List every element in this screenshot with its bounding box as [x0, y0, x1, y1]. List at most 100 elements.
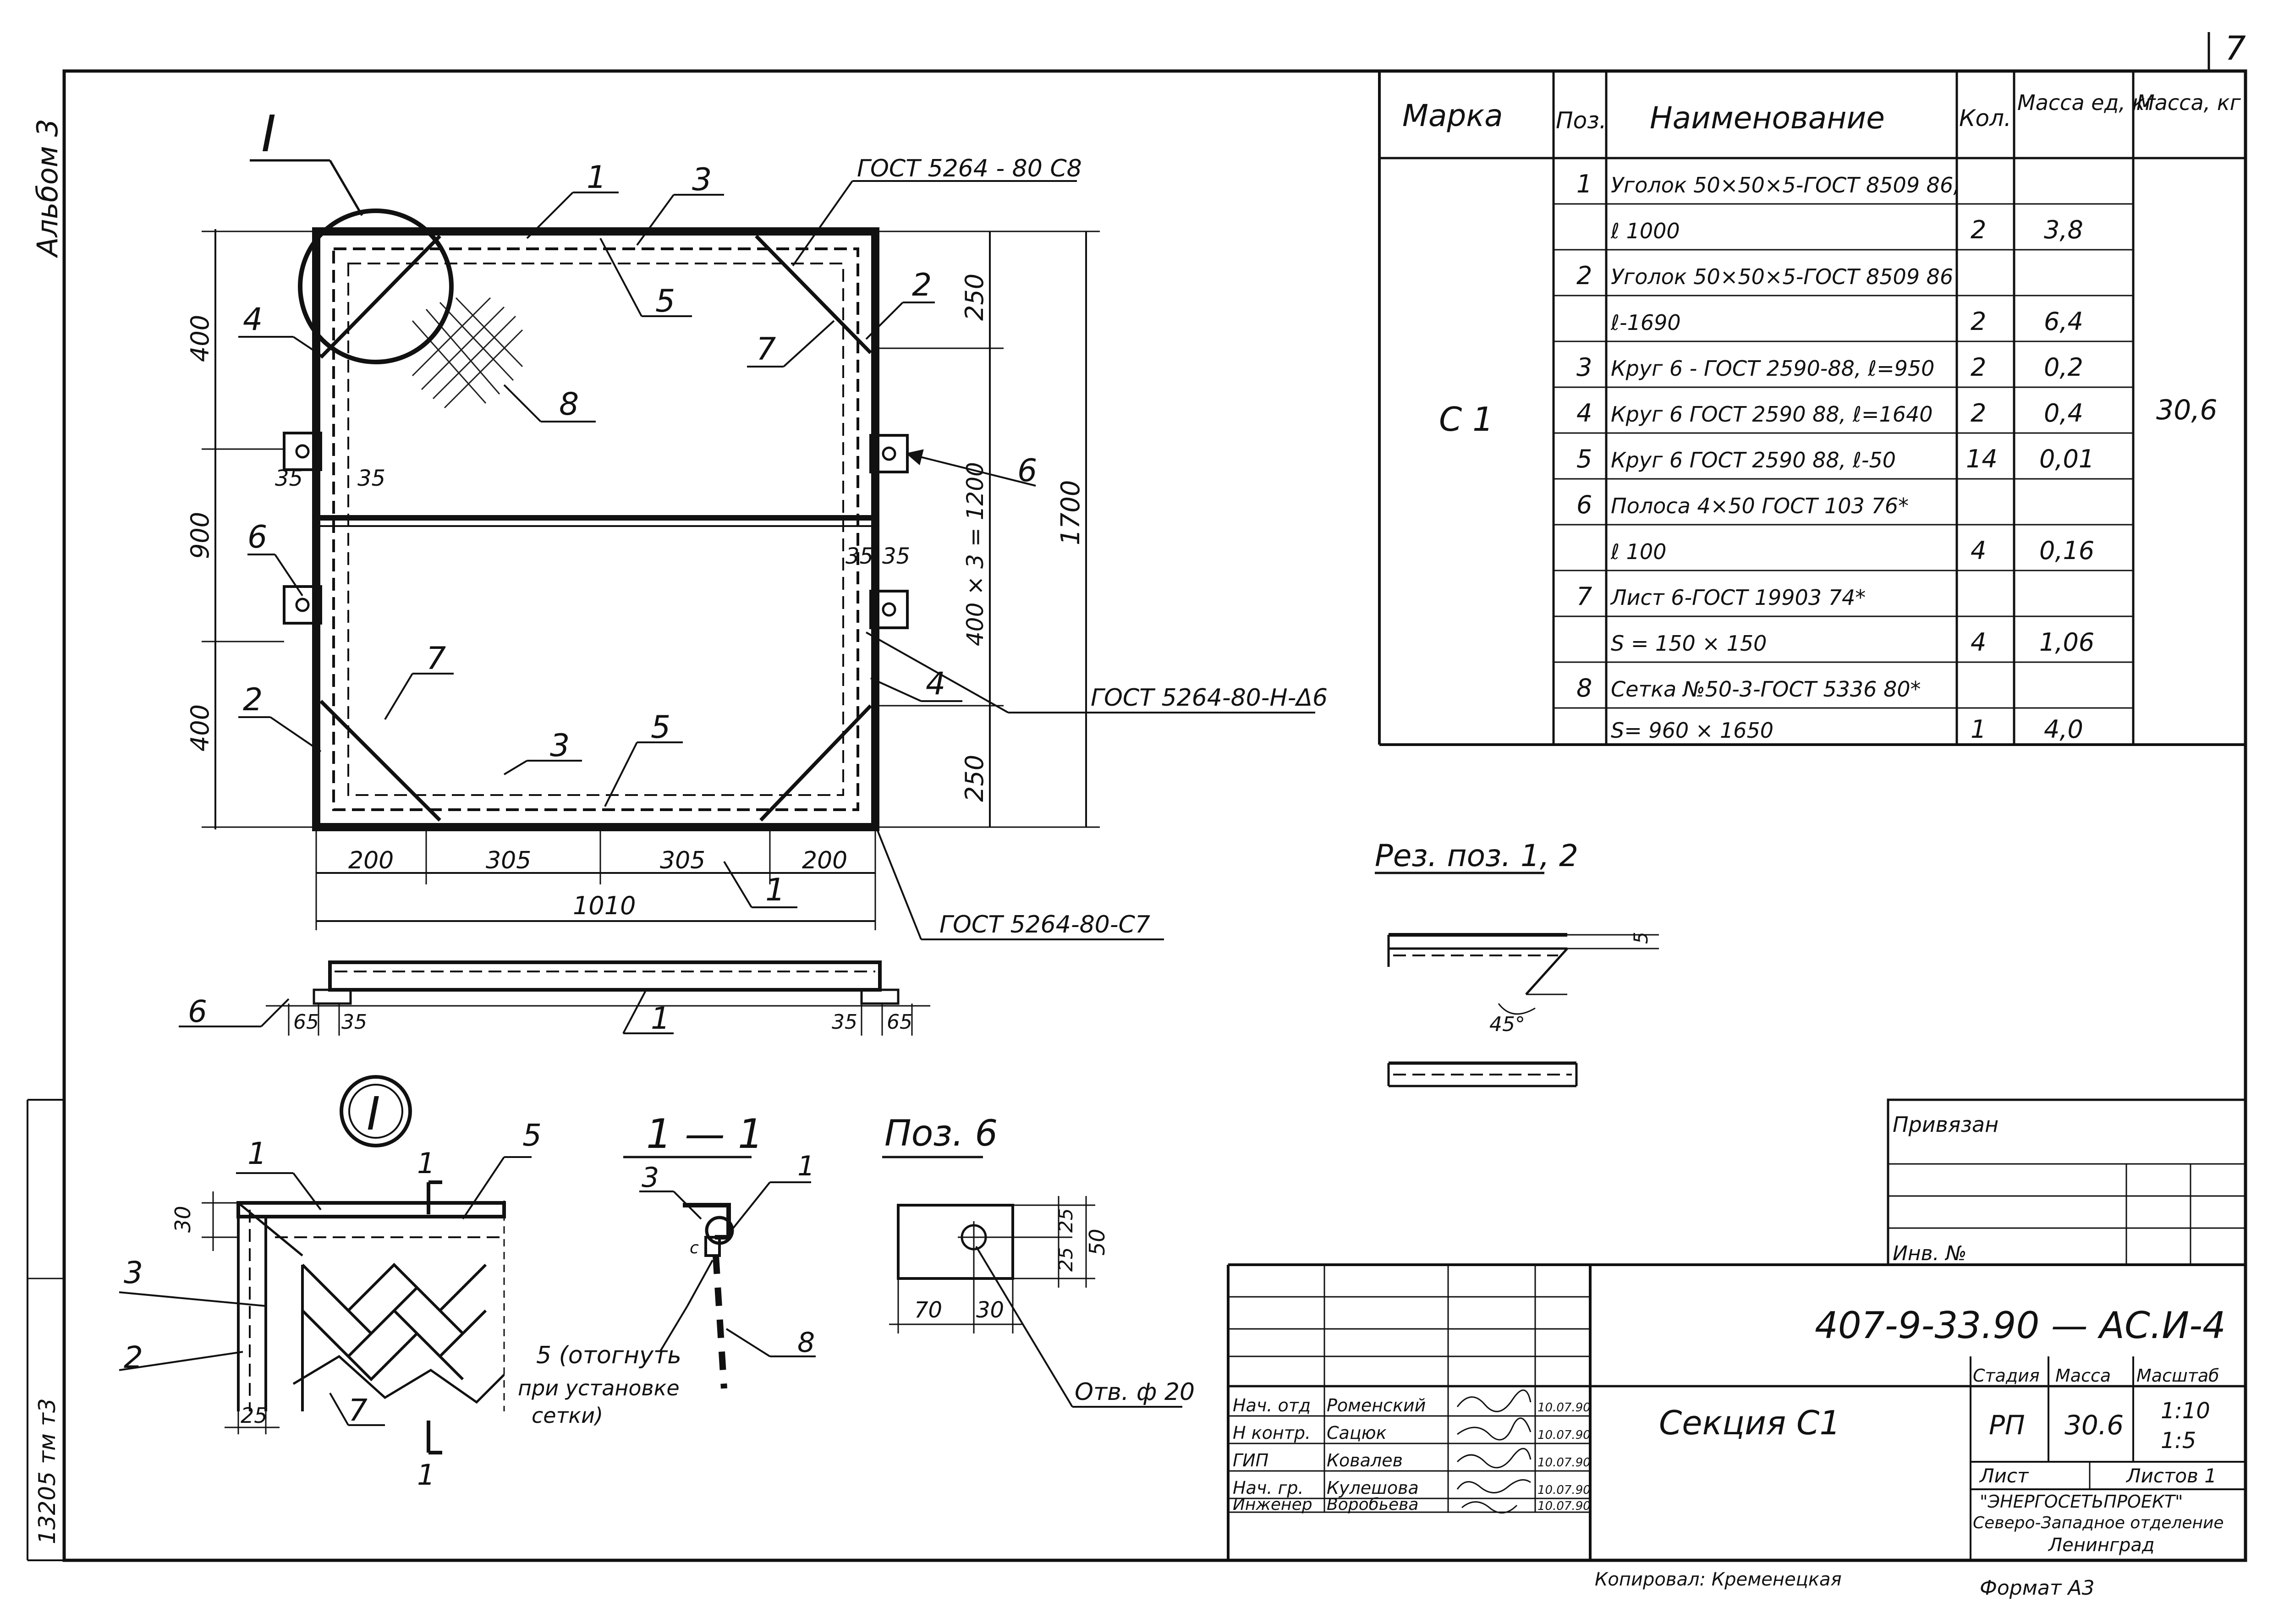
- row-pos: 5: [1576, 444, 1592, 473]
- gusset-bottom-right: [759, 704, 872, 822]
- dim-35-d: 35: [882, 543, 910, 569]
- label-pos-2-right: 2: [912, 267, 932, 303]
- row-name: Лист 6-ГОСТ 19903 74*: [1610, 585, 1866, 610]
- pos6-dim-50: 50: [1085, 1229, 1109, 1256]
- header-qty: Кол.: [1959, 105, 2011, 132]
- title-block: [1227, 1263, 2246, 1560]
- gusset-top-left: [319, 235, 441, 359]
- cut-detail-title: Рез. поз. 1, 2: [1375, 838, 1578, 873]
- node-detail-pos-1: 1: [247, 1136, 267, 1171]
- signature-row: Нач. гр. Кулешова 10.07.90: [1233, 1478, 1591, 1498]
- signature-role: ГИП: [1233, 1450, 1268, 1470]
- section-1-1-pos-3: 3: [642, 1162, 659, 1194]
- table-row: 6 Полоса 4×50 ГОСТ 103 76*: [1576, 490, 1909, 519]
- signature-role: Н контр.: [1233, 1423, 1311, 1443]
- row-name: S= 960 × 1650: [1611, 718, 1773, 743]
- pos6-dim-25-top: 25: [1054, 1208, 1077, 1233]
- label-pos-4-left: 4: [243, 302, 263, 338]
- node-detail-dim-25: 25: [241, 1403, 268, 1428]
- signature-role: Нач. отд: [1233, 1395, 1311, 1416]
- org-line-3: Ленинград: [2048, 1535, 2155, 1556]
- label-pos-4-right: 4: [926, 666, 945, 702]
- header-pos: Поз.: [1556, 107, 1607, 134]
- label-pos-7-bottom: 7: [426, 641, 446, 677]
- row-name: ℓ 1000: [1610, 219, 1680, 243]
- spec-table-grid: [1378, 71, 2246, 746]
- mesh-patch: [412, 297, 523, 409]
- label-pos-3-bottom: 3: [550, 728, 570, 764]
- row-mass: 3,8: [2044, 215, 2083, 244]
- section-1-1-note-3: сетки): [532, 1403, 603, 1428]
- dim-left-400-bottom: 400: [186, 704, 214, 752]
- section-1-1-pos-1: 1: [797, 1150, 815, 1182]
- header-name: Наименование: [1650, 100, 1885, 136]
- row-name: Круг 6 ГОСТ 2590 88, ℓ=1640: [1611, 402, 1933, 427]
- main-view-leaders: [238, 180, 1315, 940]
- handwritten-signatures: [1456, 1389, 1532, 1514]
- node-detail-dim-30: 30: [170, 1206, 195, 1233]
- label-weld-bottom: ГОСТ 5264-80-С7: [939, 911, 1150, 938]
- signature-name: Кулешова: [1327, 1478, 1419, 1498]
- signature-name: Сацюк: [1327, 1423, 1387, 1443]
- side-view-dim-65-left: 65: [293, 1010, 319, 1034]
- row-qty: 1: [1971, 715, 1986, 744]
- table-row: 8 Сетка №50-3-ГОСТ 5336 80*: [1576, 674, 1921, 702]
- side-view-dim-35-right: 35: [832, 1010, 857, 1034]
- main-frame-view: I: [250, 104, 909, 831]
- header-mass-unit: Масса ед, кг: [2017, 90, 2156, 115]
- pos6-dim-25-bottom: 25: [1054, 1247, 1077, 1272]
- row-name: Уголок 50×50×5-ГОСТ 8509 86,: [1611, 173, 1960, 198]
- table-row: S= 960 × 1650 1 4,0: [1611, 715, 2083, 744]
- cut-detail-angle: 45°: [1489, 1013, 1525, 1036]
- label-weld-right: ГОСТ 5264-80-Н-Δ6: [1091, 684, 1328, 712]
- row-mass: 0,16: [2039, 536, 2094, 565]
- row-qty: 14: [1966, 444, 1998, 473]
- row-qty: 2: [1971, 215, 1986, 244]
- scale-value-2: 1:5: [2161, 1428, 2196, 1454]
- strip-bottom-left: [283, 585, 322, 625]
- signature-name: Воробьева: [1327, 1495, 1418, 1514]
- drawing-code: 407-9-33.90 — АС.И-4: [1815, 1304, 2226, 1347]
- spec-table-rows: 1 Уголок 50×50×5-ГОСТ 8509 86, ℓ 1000 2 …: [1576, 170, 2094, 744]
- main-view-dimension-values: 400 900 400 35 35 35 35 250 400 × 3 = 12…: [186, 274, 1086, 920]
- side-view-dim-65-right: 65: [887, 1010, 912, 1034]
- org-line-2: Северо-Западное отделение: [1973, 1514, 2224, 1532]
- side-view-dim-35-left: 35: [341, 1010, 367, 1034]
- node-detail: [119, 1075, 532, 1454]
- section-1-1-pos-8: 8: [797, 1327, 815, 1359]
- sheet-label: Лист: [1979, 1465, 2029, 1487]
- label-pos-1-top: 1: [587, 159, 606, 196]
- row-mass: 0,01: [2039, 444, 2094, 473]
- signature-date: 10.07.90: [1537, 1499, 1591, 1513]
- table-row: 7 Лист 6-ГОСТ 19903 74*: [1576, 582, 1866, 611]
- binding-inv: Инв. №: [1893, 1242, 1966, 1265]
- signature-row: Инженер Воробьева 10.07.90: [1233, 1495, 1591, 1514]
- row-pos: 4: [1576, 399, 1592, 428]
- mass-header: Масса: [2055, 1366, 2111, 1386]
- row-pos: 1: [1576, 170, 1592, 198]
- signature-role: Нач. гр.: [1233, 1478, 1304, 1498]
- signature-name: Ковалев: [1327, 1450, 1403, 1470]
- main-view-dimensions: [202, 229, 1100, 930]
- row-pos: 6: [1576, 490, 1592, 519]
- dim-left-400-top: 400: [186, 315, 214, 362]
- signature-date: 10.07.90: [1537, 1428, 1591, 1442]
- dim-35-b: 35: [357, 466, 385, 491]
- table-row: 1 Уголок 50×50×5-ГОСТ 8509 86,: [1576, 170, 1960, 198]
- stage-header: Стадия: [1973, 1366, 2040, 1386]
- pos6-hole-label: Отв. ф 20: [1075, 1378, 1195, 1406]
- row-name: Круг 6 - ГОСТ 2590-88, ℓ=950: [1611, 356, 1934, 381]
- table-row: S = 150 × 150 4 1,06: [1611, 628, 2094, 657]
- row-pos: 2: [1576, 261, 1592, 290]
- row-qty: 2: [1971, 353, 1986, 382]
- cut-detail-dim-5: 5: [1630, 932, 1652, 944]
- node-detail-pos-5: 5: [522, 1118, 542, 1153]
- side-view-pos-6: 6: [188, 994, 207, 1029]
- dim-right-250-bottom: 250: [960, 755, 989, 802]
- label-pos-6-right: 6: [1017, 453, 1037, 489]
- node-callout-circle: [298, 208, 454, 364]
- row-name: Уголок 50×50×5-ГОСТ 8509 86: [1611, 264, 1953, 289]
- row-mass: 1,06: [2039, 628, 2094, 657]
- dim-bottom-305-b: 305: [660, 847, 705, 874]
